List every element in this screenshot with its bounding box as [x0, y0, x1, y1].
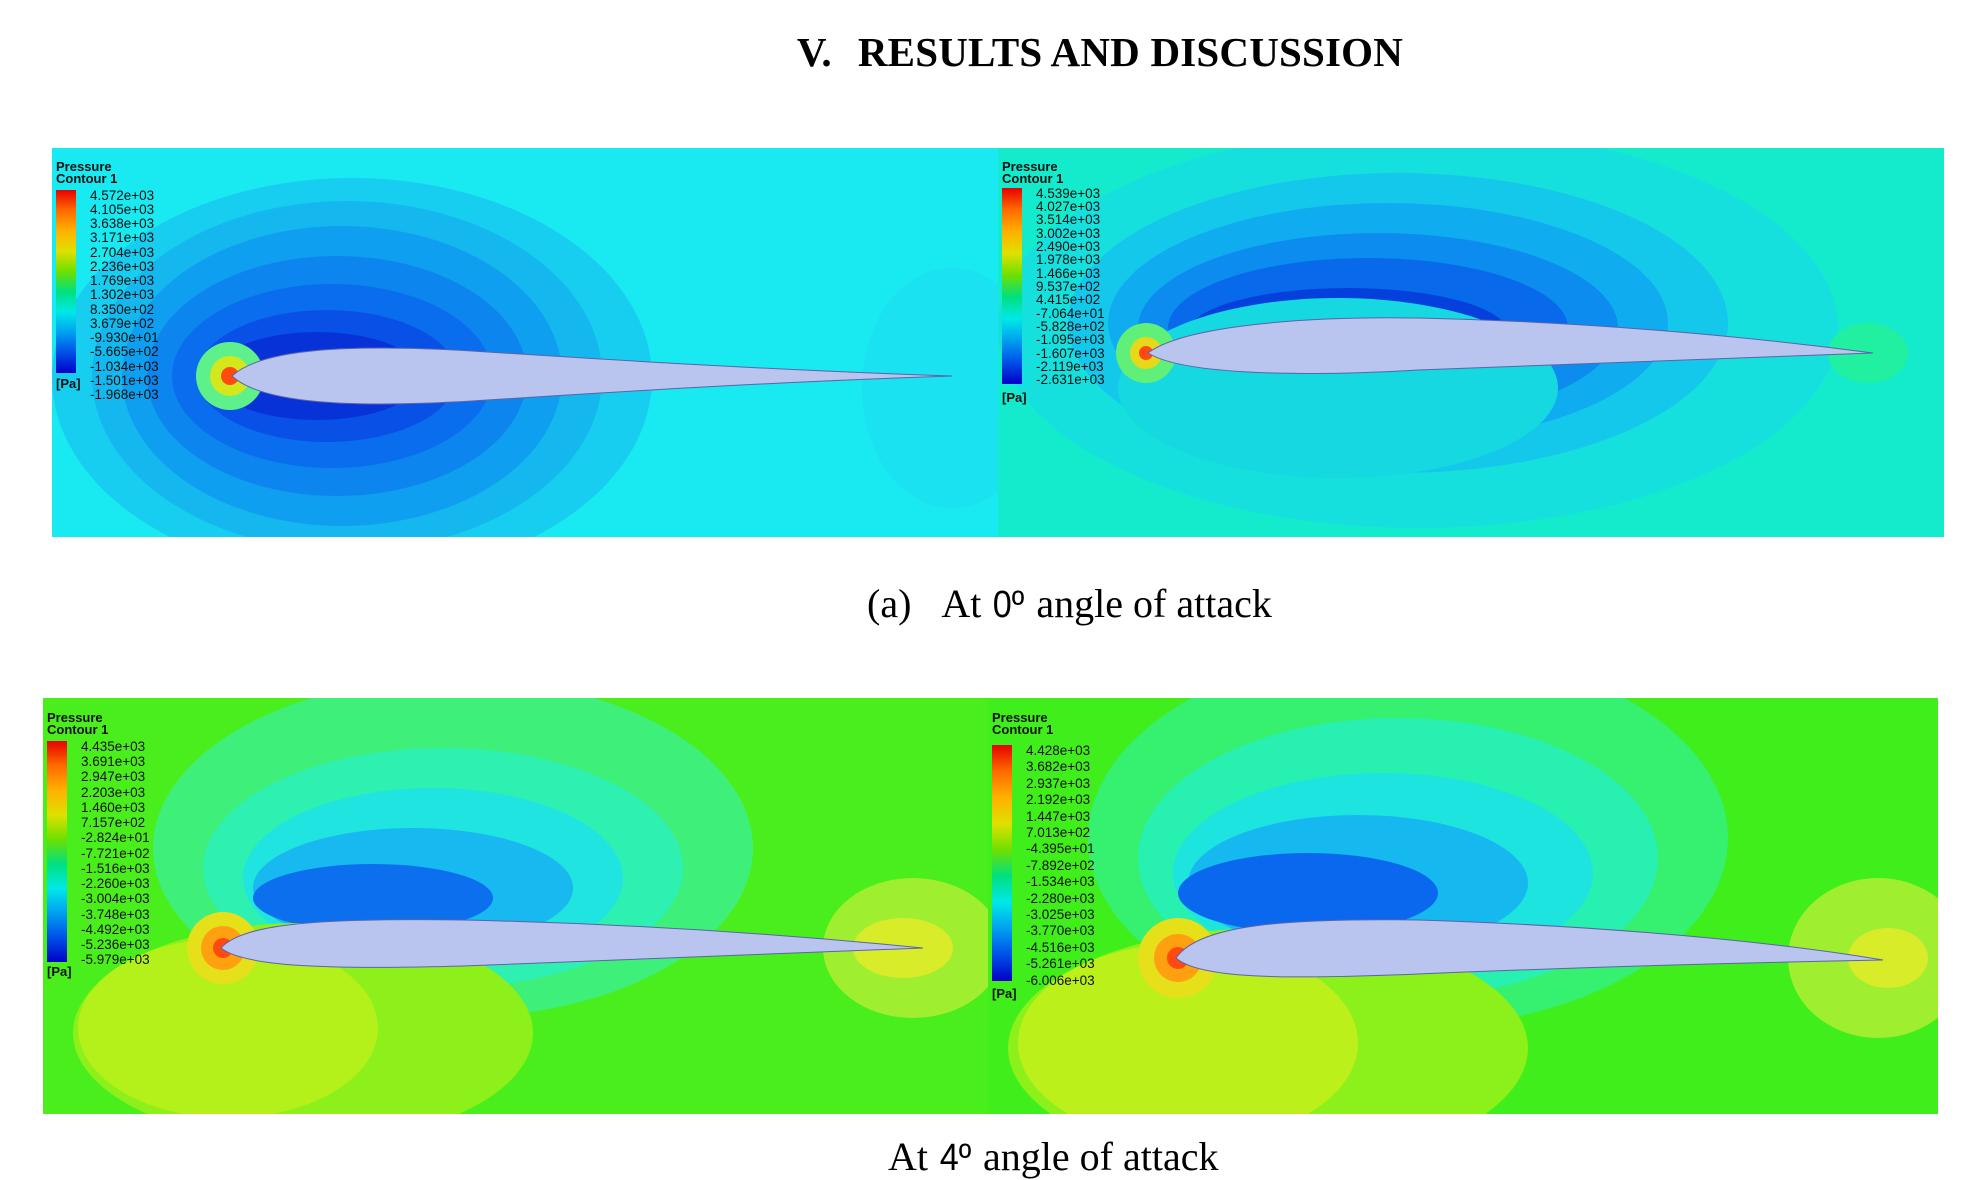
legend-unit: [Pa] [992, 986, 1017, 1001]
caption-prefix: At [888, 1134, 928, 1179]
legend-color-bar [1002, 188, 1022, 384]
legend-color-bar [47, 741, 67, 962]
caption-prefix: At [941, 581, 982, 626]
figure-caption-0deg: (a) At 0º angle of attack [867, 580, 1272, 627]
legend-unit: [Pa] [56, 376, 81, 391]
contour-plot [52, 148, 998, 537]
caption-degree: 0º [993, 584, 1025, 626]
section-title: RESULTS AND DISCUSSION [857, 29, 1404, 75]
section-heading: V. RESULTS AND DISCUSSION [0, 28, 1984, 76]
caption-suffix: angle of attack [983, 1134, 1219, 1179]
caption-degree: 4º [939, 1137, 972, 1179]
legend-color-bar [56, 190, 76, 373]
legend-color-bar [992, 745, 1012, 981]
caption-label: (a) [867, 581, 912, 626]
section-number: V. [796, 29, 832, 75]
figure-caption-4deg: At 4º angle of attack [888, 1133, 1218, 1180]
legend-unit: [Pa] [1002, 390, 1027, 405]
legend-unit: [Pa] [47, 964, 72, 979]
caption-suffix: angle of attack [1036, 581, 1272, 626]
